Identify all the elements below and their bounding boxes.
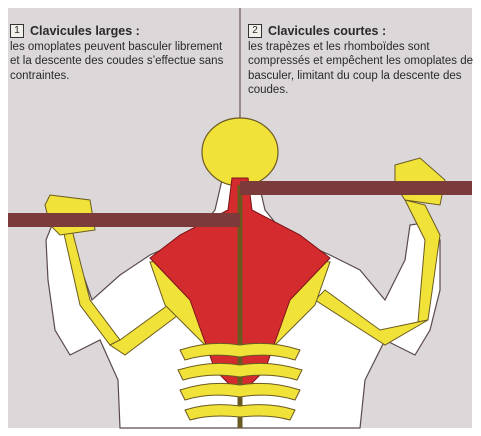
caption-panel-2: 2 Clavicules courtes : les trapèzes et l… bbox=[248, 24, 476, 98]
panel-number: 2 bbox=[248, 24, 262, 38]
bar-right bbox=[240, 181, 472, 195]
caption-panel-1: 1 Clavicules larges : les omoplates peuv… bbox=[10, 24, 230, 83]
panel-text: les omoplates peuvent basculer librement… bbox=[10, 40, 230, 84]
bar-left bbox=[8, 213, 240, 227]
panel-title: Clavicules larges : bbox=[30, 24, 140, 39]
panel-number: 1 bbox=[10, 24, 24, 38]
panel-text: les trapèzes et les rhomboïdes sont comp… bbox=[248, 40, 476, 98]
skull bbox=[202, 118, 278, 186]
panel-title: Clavicules courtes : bbox=[268, 24, 386, 39]
